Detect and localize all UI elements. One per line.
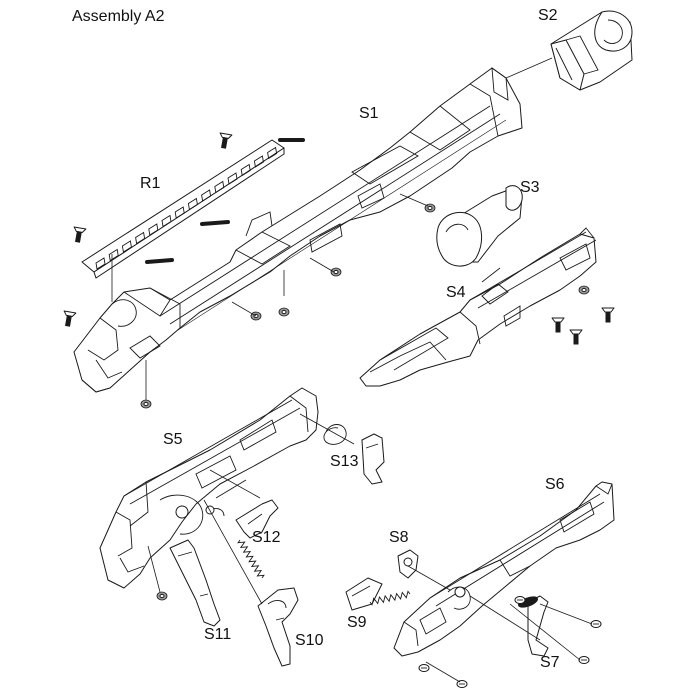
label-s11: S11 xyxy=(204,626,232,643)
part-s3-sleeve xyxy=(436,185,523,267)
part-s6-frame xyxy=(393,481,615,657)
screw xyxy=(569,329,583,345)
label-s3: S3 xyxy=(520,179,540,196)
part-s7-lever xyxy=(518,595,549,657)
label-s7: S7 xyxy=(540,654,560,671)
pin xyxy=(145,258,174,264)
part-s11-trigger-bar xyxy=(169,539,221,627)
label-s13: S13 xyxy=(330,453,359,470)
part-s4-lower-block xyxy=(359,227,597,387)
screw xyxy=(219,132,233,149)
part-s13-catch xyxy=(323,424,385,485)
label-s2: S2 xyxy=(538,7,558,24)
label-s5: S5 xyxy=(163,431,183,448)
label-r1: R1 xyxy=(140,175,161,192)
fastener-hardware xyxy=(63,132,615,688)
part-s2-cap xyxy=(550,10,633,91)
screw xyxy=(601,307,615,323)
pivot-pin xyxy=(454,586,466,598)
part-s5-frame xyxy=(99,387,319,589)
part-s10-trigger xyxy=(257,587,299,667)
part-s9-detent xyxy=(345,577,411,611)
part-s1-upper-receiver xyxy=(73,67,523,393)
label-s12: S12 xyxy=(252,529,281,546)
screw xyxy=(63,310,77,327)
nut-hole xyxy=(333,269,339,275)
nut-hole xyxy=(159,593,165,599)
part-r1-rail xyxy=(81,139,285,279)
nut-hole xyxy=(143,401,149,407)
alignment-line-s2 xyxy=(505,57,553,79)
screw xyxy=(551,317,565,333)
nut-hole xyxy=(281,309,287,315)
nut-hole xyxy=(581,287,587,293)
label-s4: S4 xyxy=(446,284,466,301)
pin xyxy=(200,220,230,226)
label-s8: S8 xyxy=(389,529,409,546)
diagram-title: Assembly A2 xyxy=(72,8,165,25)
leader-lines xyxy=(111,193,593,683)
nut-hole xyxy=(427,205,433,211)
label-s9: S9 xyxy=(347,614,367,631)
label-s10: S10 xyxy=(295,632,324,649)
pivot-pin xyxy=(175,505,189,519)
part-s12-hammer xyxy=(235,499,279,579)
screw xyxy=(73,226,87,243)
label-s6: S6 xyxy=(545,476,565,493)
part-s8-lever xyxy=(397,549,419,579)
label-s1: S1 xyxy=(359,105,379,122)
